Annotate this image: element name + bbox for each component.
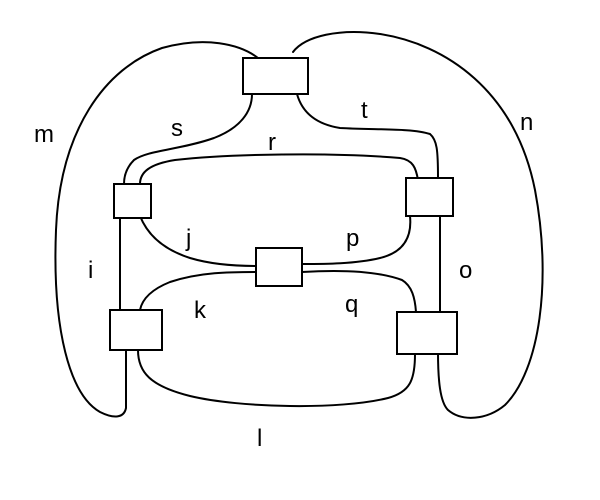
label-p: p — [346, 225, 359, 252]
edge-r — [139, 153, 419, 185]
label-l: l — [257, 425, 262, 452]
edge-m — [54, 41, 259, 418]
label-k: k — [194, 297, 207, 324]
edge-l — [137, 349, 416, 408]
node-center — [255, 247, 303, 287]
node-upper-right — [405, 177, 454, 217]
edge-p — [301, 215, 412, 265]
label-m: m — [34, 121, 54, 148]
node-lower-left — [109, 309, 163, 351]
edge-k — [139, 271, 257, 311]
edge-j — [139, 215, 257, 267]
label-o: o — [459, 257, 472, 284]
label-t: t — [361, 97, 368, 124]
label-n: n — [520, 109, 533, 136]
edge-t — [296, 93, 439, 179]
label-i: i — [88, 257, 93, 284]
label-s: s — [171, 115, 183, 142]
edge-n — [292, 31, 544, 419]
label-q: q — [345, 291, 358, 318]
edge-q — [301, 269, 417, 313]
label-r: r — [268, 129, 276, 156]
node-upper-left — [113, 183, 152, 219]
node-lower-right — [396, 311, 458, 355]
label-j: j — [185, 225, 191, 252]
node-top — [242, 57, 309, 95]
edge-s — [123, 93, 253, 185]
